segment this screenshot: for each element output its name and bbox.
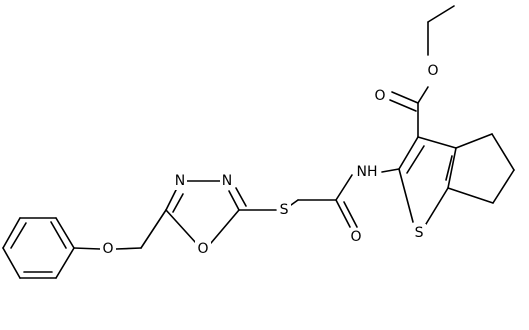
- bond-cyclopentane-c5-c6: [492, 169, 515, 204]
- svg-text:NH: NH: [357, 164, 378, 180]
- bond-oxadiazole-n4-c5-2: [172, 193, 184, 213]
- bond-thiophene-c3a-c6a-2: [445, 155, 453, 181]
- bond-amide-c-o-2: [343, 201, 358, 228]
- atom-O-phenoxy: O: [100, 240, 116, 258]
- bond-lines: [2, 5, 515, 279]
- bond-benzene-c6-c1: [55, 247, 75, 279]
- atom-O-ester: O: [425, 62, 441, 80]
- bond-thiophene-c3-c3a: [417, 136, 457, 149]
- bond-ch2-o: [115, 247, 142, 250]
- bond-cyclopentane-c6-c6a: [447, 187, 494, 204]
- bond-benzene-c1-c2: [55, 217, 75, 249]
- bond-thiophene-c3-c2-1: [398, 136, 419, 170]
- bond-oxadiazole-c2-n3-2: [235, 187, 247, 207]
- bond-thiophene-s-c6a: [425, 187, 449, 225]
- bond-benzene-c4-c5: [2, 247, 21, 279]
- svg-text:O: O: [427, 63, 438, 79]
- bond-thiophene-c3-c2-2: [406, 145, 425, 174]
- atom-N4-oxadiazole: N: [173, 172, 187, 190]
- bond-oxadiazole-n4-c5-1: [165, 189, 177, 211]
- atom-O-amide: O: [348, 228, 364, 246]
- bond-oxadiazole-o1-c2: [210, 209, 240, 244]
- atom-S-thiophene: S: [412, 224, 426, 242]
- bond-ethyl-ch3-ch2: [427, 5, 455, 23]
- atom-NH: NH: [354, 163, 380, 181]
- bond-oxadiazole-c5-o1: [165, 209, 197, 244]
- svg-text:N: N: [175, 173, 185, 189]
- bond-ester-c-o-double-2: [389, 99, 417, 112]
- bond-c2-nh: [381, 168, 400, 173]
- bond-cyclopentane-c4-c5: [491, 133, 515, 171]
- atom-N3-oxadiazole: N: [220, 172, 234, 190]
- atom-S-thioether: S: [277, 201, 291, 219]
- svg-text:O: O: [374, 88, 385, 104]
- svg-text:N: N: [222, 173, 232, 189]
- bond-benzene-c3-c4: [2, 217, 21, 249]
- atom-labels: O O NH S O S N N: [100, 62, 441, 258]
- bond-cyclopentane-c3a-c4: [455, 133, 493, 149]
- bond-ch2-s: [290, 199, 299, 206]
- bond-nh-carbonyl-c: [335, 174, 353, 201]
- svg-text:S: S: [280, 202, 289, 218]
- svg-text:O: O: [350, 229, 361, 245]
- bond-oxadiazole-c2-n3-1: [228, 190, 240, 211]
- svg-text:S: S: [415, 225, 424, 241]
- svg-text:O: O: [102, 241, 113, 257]
- atom-O-oxadiazole: O: [195, 240, 211, 258]
- svg-text:O: O: [197, 241, 208, 257]
- bond-benzene-c1-c2-inner: [50, 221, 67, 249]
- bond-thiophene-c2-s: [398, 168, 414, 223]
- bond-amide-c-o-1: [335, 199, 351, 228]
- bond-thiophene-c3a-c6a-1: [447, 147, 457, 189]
- bond-ester-o-carbonyl-c: [417, 86, 429, 104]
- bond-c5-ch2: [140, 209, 167, 249]
- atom-O-carbonyl-ester: O: [372, 87, 388, 105]
- bond-benzene-c3-c4-inner: [10, 222, 27, 249]
- bond-o-phenyl: [73, 247, 101, 250]
- bond-ester-c-o-double-1: [391, 91, 419, 104]
